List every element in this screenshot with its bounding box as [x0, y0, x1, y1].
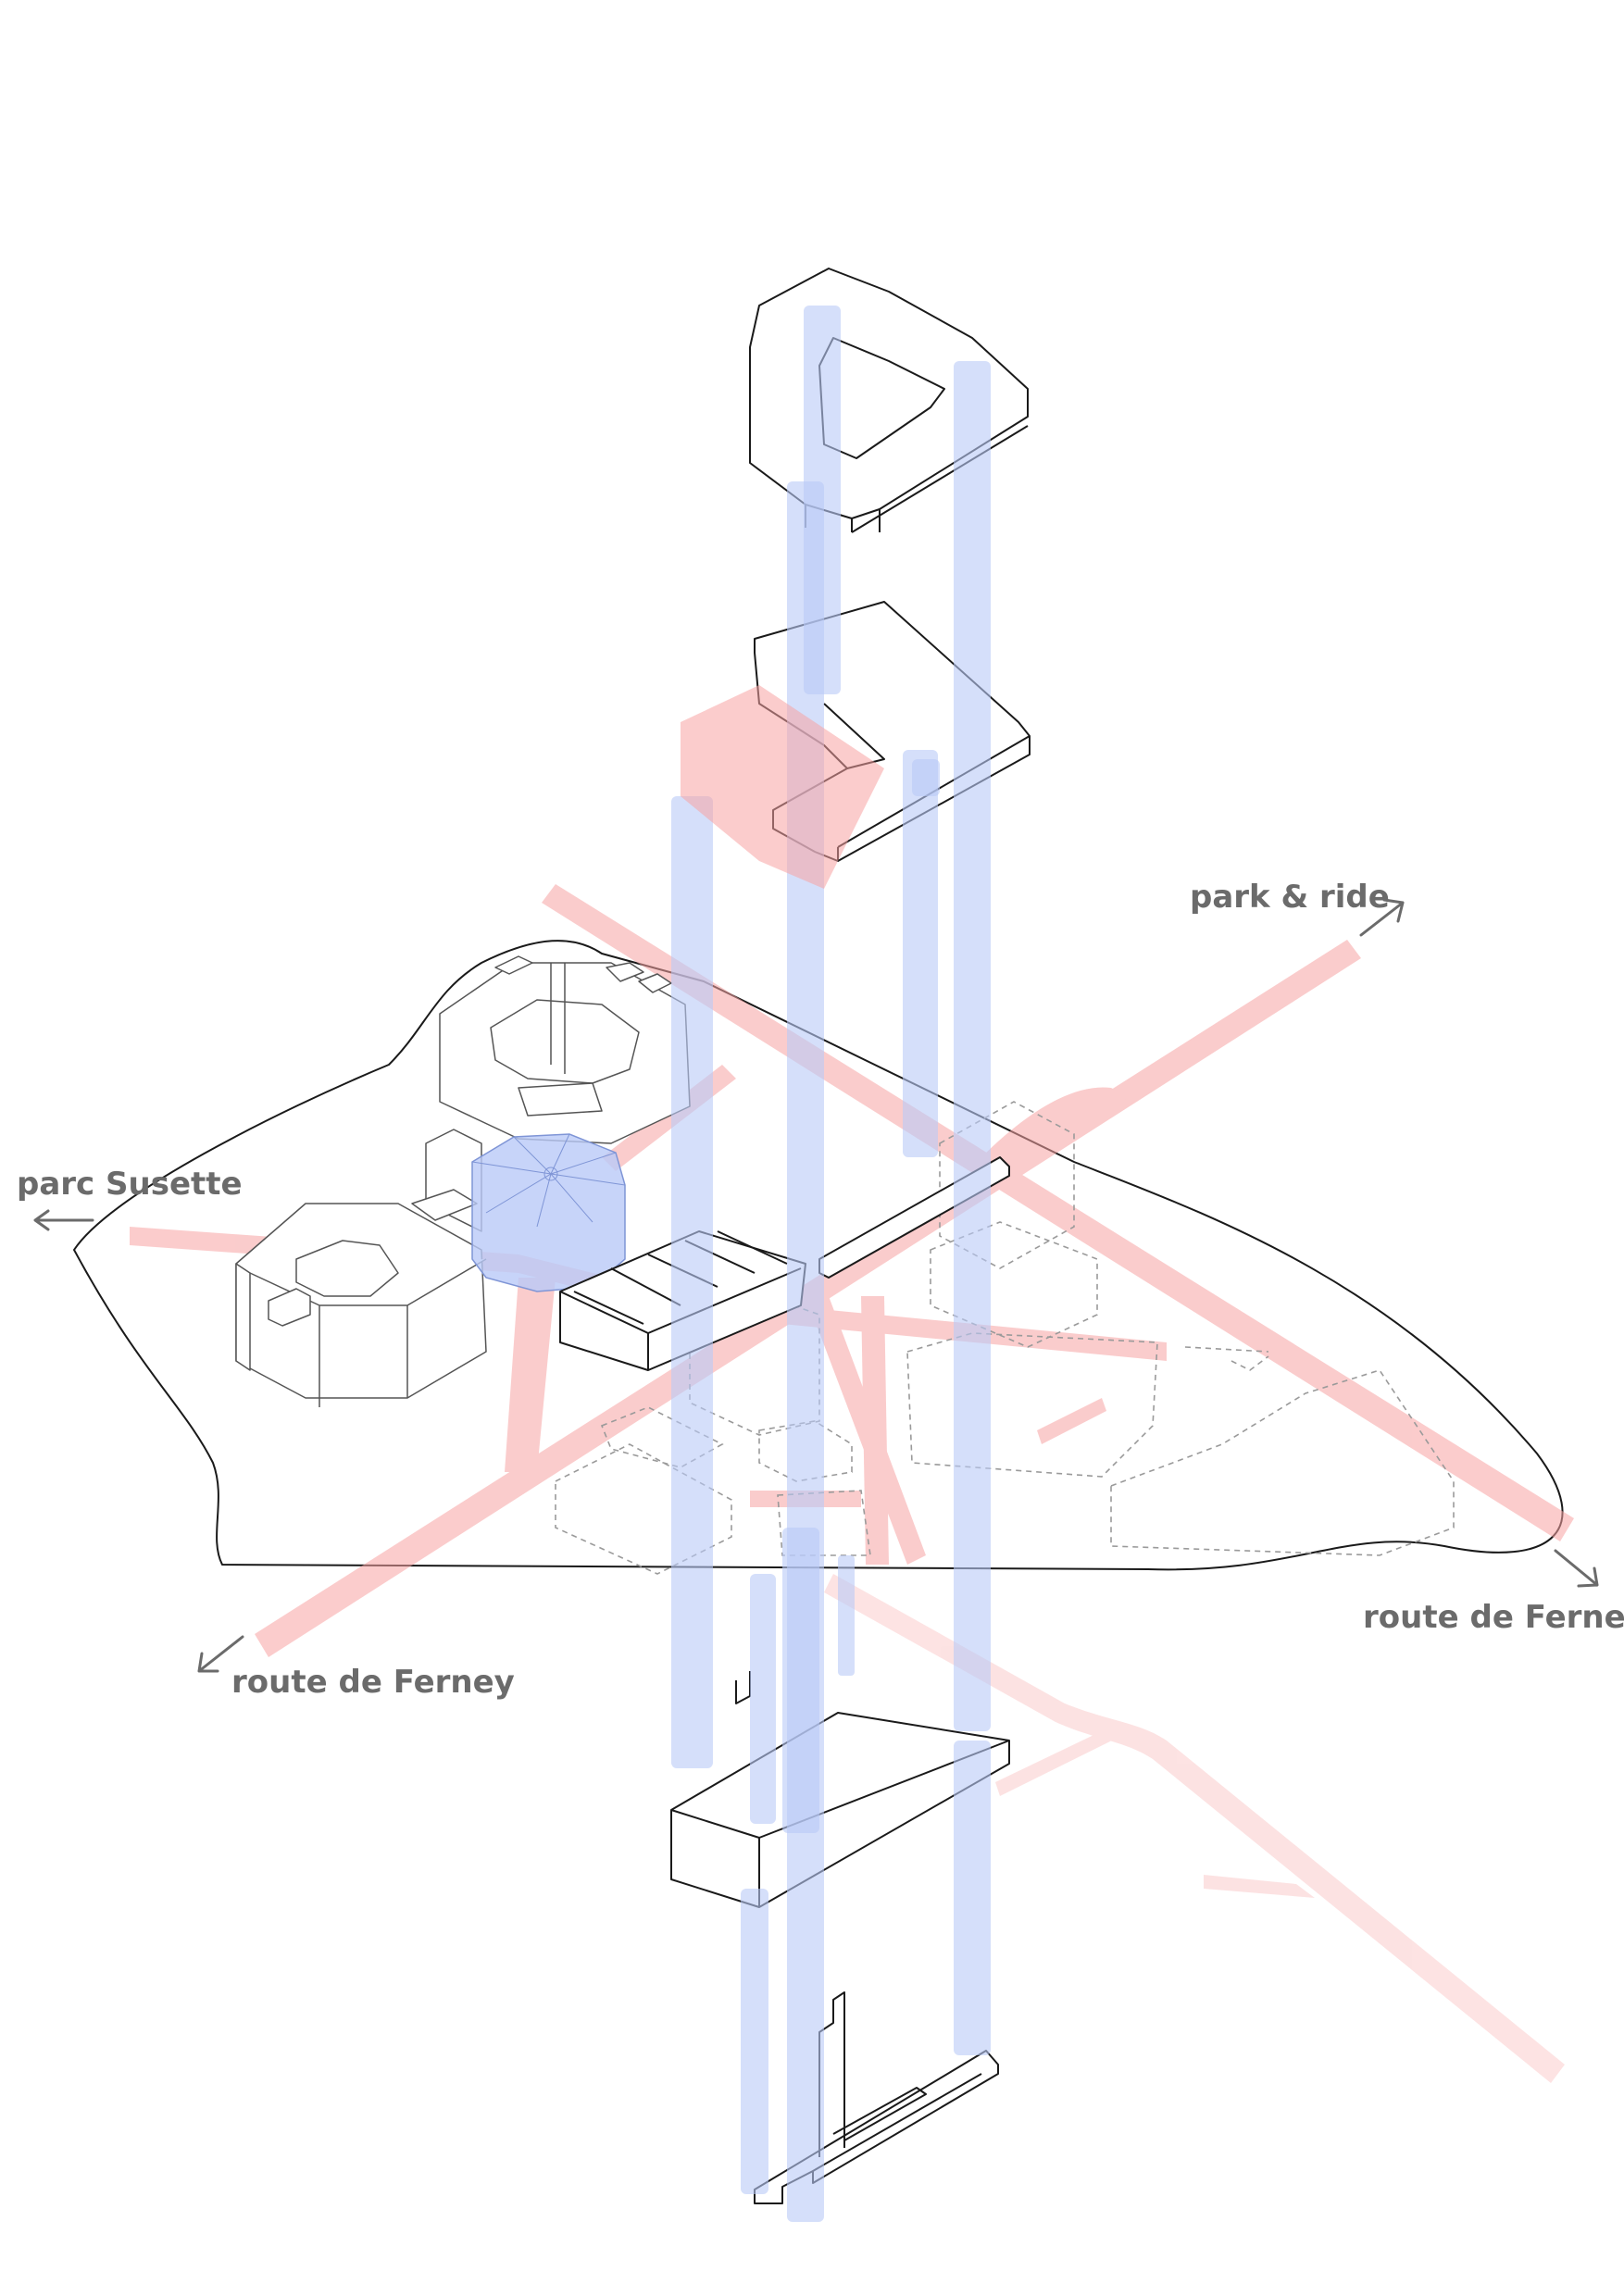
label-route-ferney-left: route de Ferney — [197, 1635, 515, 1701]
arrow-route-ferney-right-icon — [1554, 1549, 1599, 1588]
rotunda-dome — [471, 1133, 626, 1292]
red-vertical-volume — [681, 685, 884, 889]
arrow-park-ride-icon — [1359, 898, 1405, 937]
label-route-ferney-right: route de Ferney — [1363, 1549, 1624, 1636]
label-park-ride-text: park & ride — [1190, 879, 1390, 916]
arrow-route-ferney-left-icon — [197, 1635, 244, 1673]
arrow-parc-susette-icon — [33, 1209, 94, 1231]
label-park-ride: park & ride — [1190, 879, 1405, 937]
label-parc-susette: parc Susette — [17, 1166, 243, 1231]
context-building-north — [411, 955, 691, 1232]
vertical-cores — [671, 306, 991, 2222]
site-boundary — [73, 940, 1564, 1571]
route-below — [824, 1574, 1565, 2083]
label-parc-susette-text: parc Susette — [17, 1166, 243, 1203]
label-route-ferney-right-text: route de Ferney — [1363, 1599, 1624, 1636]
label-route-ferney-left-text: route de Ferney — [231, 1664, 515, 1701]
context-building-west — [235, 1203, 487, 1407]
